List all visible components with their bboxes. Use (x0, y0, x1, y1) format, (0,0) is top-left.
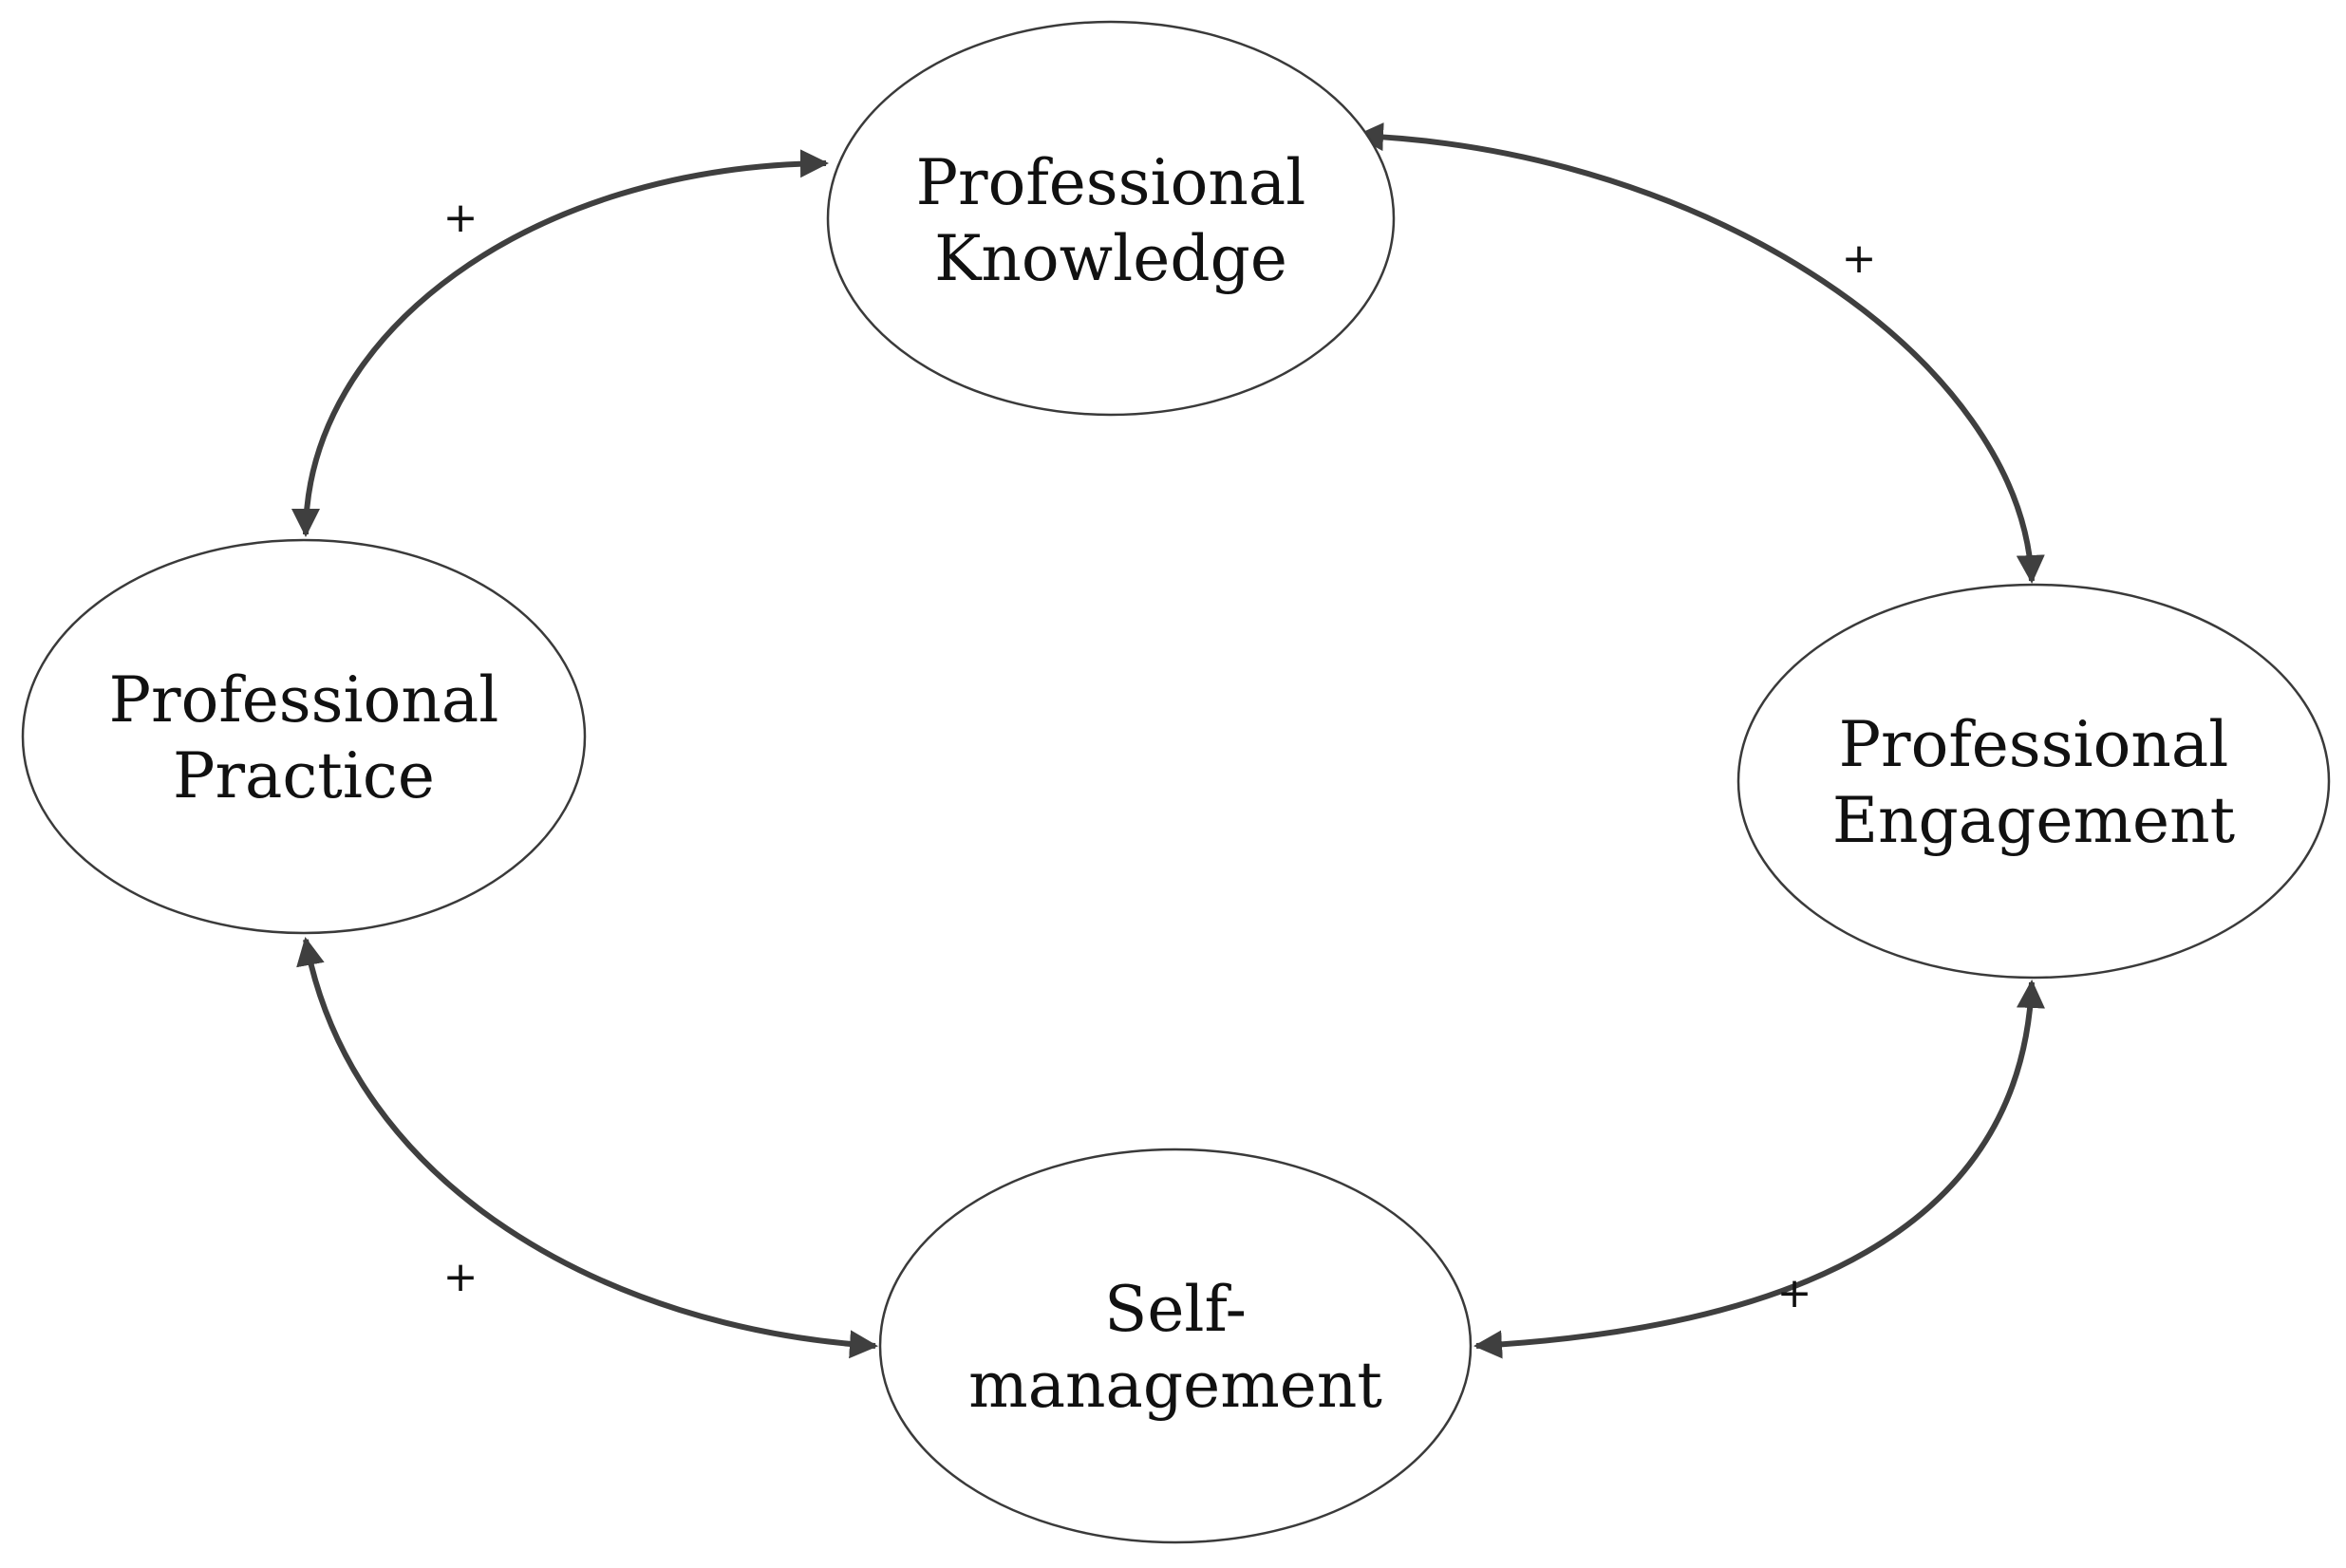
node-ellipse (21, 538, 587, 935)
node-professional-knowledge: Professional Knowledge (826, 20, 1396, 417)
node-label-line2: Engagement (1832, 784, 2235, 857)
node-label-line2: Knowledge (934, 222, 1287, 295)
sign-practice-knowledge: + (443, 194, 479, 242)
link-knowledge-engagement (1355, 122, 2045, 584)
node-ellipse (826, 20, 1396, 417)
link-practice-knowledge (291, 149, 829, 537)
node-label-line1: Professional (109, 663, 499, 737)
node-self-management: Self- management (878, 1148, 1473, 1544)
link-practice-self (296, 937, 878, 1359)
sign-practice-self: + (443, 1253, 479, 1301)
node-ellipse (1736, 583, 2331, 980)
sign-knowledge-engagement: + (1842, 234, 1877, 283)
node-label-line2: management (968, 1349, 1382, 1422)
node-label-line1: Self- (1104, 1273, 1247, 1346)
node-ellipse (878, 1148, 1473, 1544)
node-label-line1: Professional (916, 146, 1306, 219)
link-self-engagement (1473, 980, 2045, 1359)
node-label-line2: Practice (173, 739, 435, 812)
node-professional-practice: Professional Practice (21, 538, 587, 935)
node-label-line1: Professional (1839, 708, 2229, 781)
node-professional-engagement: Professional Engagement (1736, 583, 2331, 980)
sign-self-engagement: + (1777, 1269, 1812, 1317)
